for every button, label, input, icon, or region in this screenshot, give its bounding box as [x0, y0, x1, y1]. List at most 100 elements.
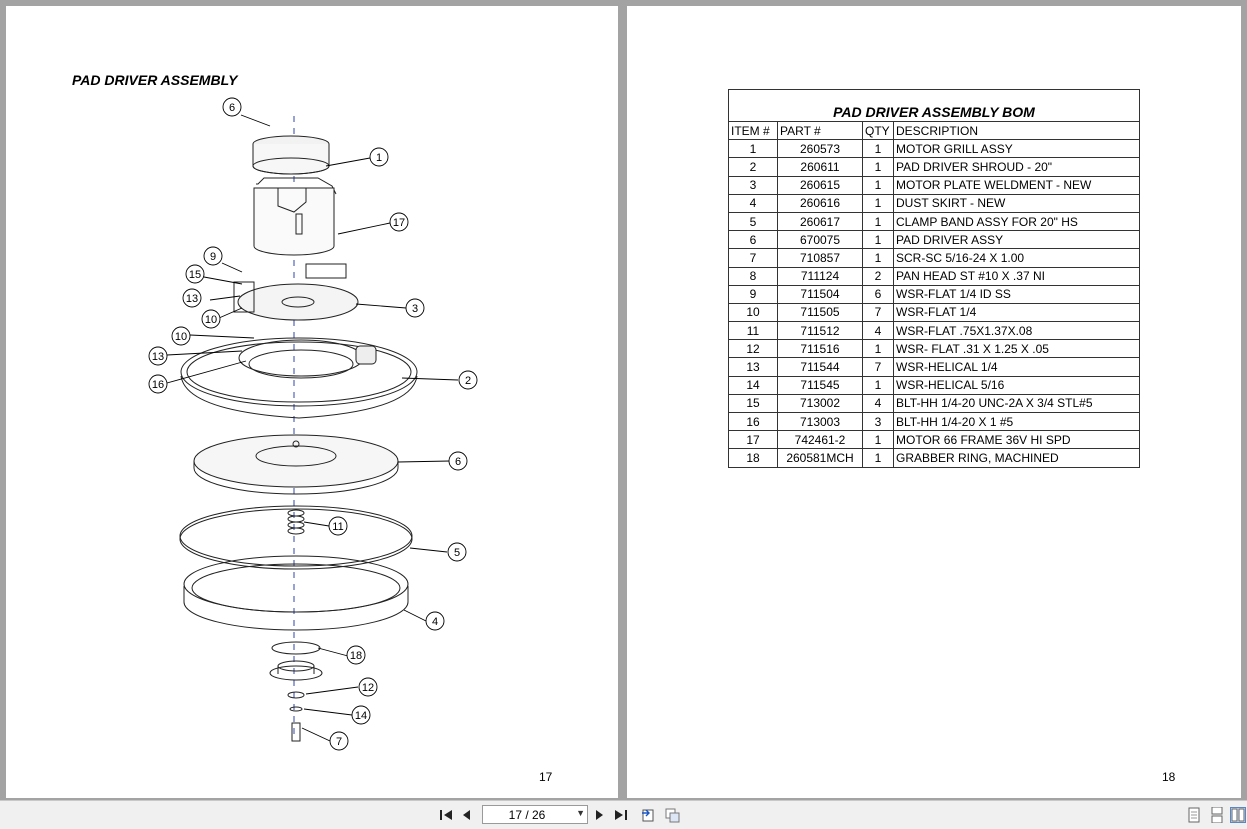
cell-qty: 1: [862, 248, 894, 268]
bom-table: PAD DRIVER ASSEMBLY BOM ITEM # PART # QT…: [728, 89, 1140, 468]
part-grabber-ring: [269, 641, 323, 681]
callout-3: 3: [412, 303, 418, 315]
cell-item: 8: [728, 266, 778, 286]
part-shroud: [180, 337, 418, 419]
cell-qty: 7: [862, 357, 894, 377]
cell-item: 11: [728, 321, 778, 341]
prev-page-icon[interactable]: [458, 807, 474, 823]
document-viewport[interactable]: PAD DRIVER ASSEMBLY: [0, 0, 1247, 800]
cell-description: CLAMP BAND ASSY FOR 20" HS: [893, 211, 1140, 232]
col-description: DESCRIPTION: [893, 120, 1140, 141]
cell-qty: 3: [862, 411, 894, 432]
cell-item: 10: [728, 302, 778, 323]
callout-16: 16: [152, 379, 164, 391]
page-indicator: 17 / 26: [508, 808, 546, 822]
callout-7: 7: [336, 736, 342, 748]
cell-qty: 4: [862, 321, 894, 341]
cell-description: PAN HEAD ST #10 X .37 NI: [893, 266, 1140, 286]
cell-description: PAD DRIVER ASSY: [893, 230, 1140, 250]
cell-item: 15: [728, 393, 778, 414]
col-item: ITEM #: [728, 120, 778, 141]
cell-part: 260573: [777, 139, 863, 159]
callout-18: 18: [350, 650, 362, 662]
continuous-icon[interactable]: [1209, 807, 1225, 823]
cell-description: MOTOR GRILL ASSY: [893, 139, 1140, 159]
cell-description: BLT-HH 1/4-20 UNC-2A X 3/4 STL#5: [893, 393, 1140, 414]
callout-9: 9: [210, 251, 216, 263]
callout-12: 12: [362, 682, 374, 694]
cell-item: 9: [728, 284, 778, 304]
cell-part: 670075: [777, 230, 863, 250]
part-motor-plate: [233, 263, 359, 321]
cell-qty: 1: [862, 339, 894, 359]
callout-5: 5: [454, 547, 460, 559]
callout-17: 17: [393, 217, 405, 229]
cell-description: WSR-FLAT .75X1.37X.08: [893, 321, 1140, 341]
part-washer-14: [289, 706, 303, 712]
cell-qty: 1: [862, 175, 894, 195]
cell-description: WSR-FLAT 1/4 ID SS: [893, 284, 1140, 304]
cell-part: 260581MCH: [777, 448, 863, 468]
part-screw-7: [291, 722, 301, 742]
cell-description: WSR-FLAT 1/4: [893, 302, 1140, 323]
next-page-icon[interactable]: [592, 807, 608, 823]
part-clamp-band: [179, 505, 413, 570]
cell-part: 260615: [777, 175, 863, 195]
cell-part: 711505: [777, 302, 863, 323]
page-selector[interactable]: 17 / 26 ▼: [482, 805, 588, 824]
callout-15: 15: [189, 269, 201, 281]
page-number: 18: [1162, 770, 1176, 784]
cell-qty: 7: [862, 302, 894, 323]
callout-13b: 13: [152, 351, 164, 363]
cell-qty: 1: [862, 193, 894, 213]
cell-item: 3: [728, 175, 778, 195]
part-pad-driver: [193, 434, 399, 495]
part-motor-grill: [252, 135, 330, 175]
cell-item: 14: [728, 375, 778, 395]
cell-part: 260617: [777, 211, 863, 232]
cell-part: 713003: [777, 411, 863, 432]
single-page-icon[interactable]: [1186, 807, 1202, 823]
cell-qty: 2: [862, 266, 894, 286]
cell-item: 5: [728, 211, 778, 232]
callout-10b: 10: [175, 331, 187, 343]
page-title: PAD DRIVER ASSEMBLY: [72, 72, 238, 88]
bom-title: PAD DRIVER ASSEMBLY BOM: [728, 89, 1140, 122]
callout-4: 4: [432, 616, 438, 628]
cell-qty: 1: [862, 139, 894, 159]
callout-2: 2: [465, 375, 471, 387]
cell-part: 742461-2: [777, 430, 863, 450]
first-page-icon[interactable]: [438, 807, 454, 823]
cell-qty: 1: [862, 448, 894, 468]
cell-description: GRABBER RING, MACHINED: [893, 448, 1140, 468]
cell-part: 710857: [777, 248, 863, 268]
chevron-down-icon: ▼: [576, 808, 585, 818]
last-page-icon[interactable]: [613, 807, 629, 823]
rotate-icon[interactable]: [640, 807, 656, 823]
cell-description: MOTOR PLATE WELDMENT - NEW: [893, 175, 1140, 195]
fit-page-icon[interactable]: [664, 807, 680, 823]
part-motor: [253, 177, 337, 256]
cell-description: BLT-HH 1/4-20 X 1 #5: [893, 411, 1140, 432]
two-page-icon[interactable]: [1230, 807, 1246, 823]
cell-description: MOTOR 66 FRAME 36V HI SPD: [893, 430, 1140, 450]
callout-13: 13: [186, 293, 198, 305]
part-dust-skirt: [183, 555, 409, 631]
cell-item: 18: [728, 448, 778, 468]
cell-description: PAD DRIVER SHROUD - 20": [893, 157, 1140, 177]
cell-part: 711516: [777, 339, 863, 359]
